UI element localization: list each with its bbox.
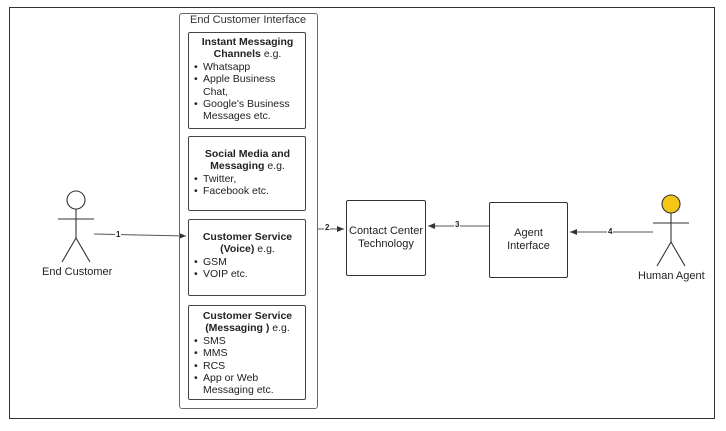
group-title: End Customer Interface bbox=[190, 14, 307, 26]
human-agent-figure bbox=[653, 194, 689, 267]
card-list: Twitter, Facebook etc. bbox=[194, 173, 301, 198]
list-item: Facebook etc. bbox=[194, 185, 301, 198]
card-customer-service-messaging: Customer Service (Messaging ) e.g. SMS M… bbox=[188, 305, 306, 400]
human-agent-label: Human Agent bbox=[638, 270, 705, 282]
card-list: Whatsapp Apple Business Chat, Google's B… bbox=[194, 61, 301, 123]
list-item: Apple Business Chat, bbox=[194, 73, 301, 98]
card-title: Social Media and Messaging e.g. bbox=[204, 148, 291, 173]
edge-3-label: 3 bbox=[454, 220, 461, 229]
card-title: Customer Service (Messaging ) e.g. bbox=[202, 310, 293, 335]
end-customer-figure bbox=[58, 190, 94, 263]
list-item: RCS bbox=[194, 360, 301, 373]
list-item: Whatsapp bbox=[194, 61, 301, 74]
edge-2-label: 2 bbox=[324, 223, 331, 232]
list-item: MMS bbox=[194, 347, 301, 360]
edge-4-label: 4 bbox=[607, 227, 614, 236]
contact-center-technology-box: Contact Center Technology bbox=[346, 200, 426, 276]
card-instant-messaging: Instant Messaging Channels e.g. Whatsapp… bbox=[188, 32, 306, 129]
list-item: GSM bbox=[194, 256, 301, 269]
list-item: SMS bbox=[194, 335, 301, 348]
card-social-media: Social Media and Messaging e.g. Twitter,… bbox=[188, 136, 306, 211]
list-item: Twitter, bbox=[194, 173, 301, 186]
agent-interface-box: Agent Interface bbox=[489, 202, 568, 278]
card-title: Instant Messaging Channels e.g. bbox=[201, 36, 294, 61]
end-customer-interface-group bbox=[179, 13, 318, 409]
list-item: VOIP etc. bbox=[194, 268, 301, 281]
end-customer-label: End Customer bbox=[42, 266, 113, 278]
card-customer-service-voice: Customer Service (Voice) e.g. GSM VOIP e… bbox=[188, 219, 306, 296]
edge-1-label: 1 bbox=[115, 230, 122, 239]
contact-center-label: Contact Center Technology bbox=[349, 225, 423, 250]
card-title: Customer Service (Voice) e.g. bbox=[202, 231, 293, 256]
card-list: SMS MMS RCS App or Web Messaging etc. bbox=[194, 335, 301, 397]
card-list: GSM VOIP etc. bbox=[194, 256, 301, 281]
agent-interface-label: Agent Interface bbox=[507, 227, 550, 252]
diagram-frame bbox=[9, 7, 715, 419]
edge-1 bbox=[93, 232, 187, 239]
list-item: App or Web Messaging etc. bbox=[194, 372, 301, 397]
list-item: Google's Business Messages etc. bbox=[194, 98, 301, 123]
